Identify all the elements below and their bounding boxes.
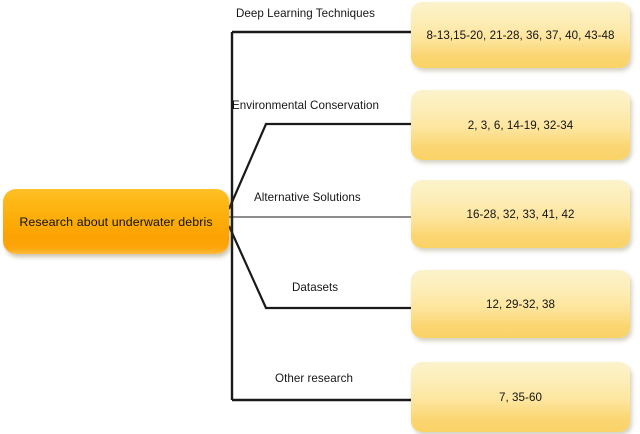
branch-label-environmental-conservation: Environmental Conservation	[232, 99, 379, 112]
reference-box-text: 16-28, 32, 33, 41, 42	[466, 207, 575, 221]
branch-label-datasets: Datasets	[292, 281, 339, 294]
branch-label-other-research: Other research	[275, 372, 354, 385]
reference-box-datasets[interactable]: 12, 29-32, 38	[411, 270, 630, 338]
root-node[interactable]: Research about underwater debris	[3, 189, 229, 254]
root-node-label: Research about underwater debris	[19, 214, 213, 229]
reference-box-text: 12, 29-32, 38	[486, 297, 555, 311]
branch-line-4	[227, 225, 411, 310]
reference-box-text: 2, 3, 6, 14-19, 32-34	[467, 118, 574, 132]
branch-label-deep-learning-techniques: Deep Learning Techniques	[236, 7, 375, 20]
branch-label-alternative-solutions: Alternative Solutions	[254, 191, 361, 204]
reference-box-text: 7, 35-60	[499, 390, 542, 404]
reference-box-alternative-solutions[interactable]: 16-28, 32, 33, 41, 42	[411, 180, 630, 248]
reference-box-other-research[interactable]: 7, 35-60	[411, 362, 630, 432]
reference-box-text: 8-13,15-20, 21-28, 36, 37, 40, 43-48	[426, 28, 615, 42]
reference-box-environmental-conservation[interactable]: 2, 3, 6, 14-19, 32-34	[411, 90, 630, 160]
reference-box-deep-learning-techniques[interactable]: 8-13,15-20, 21-28, 36, 37, 40, 43-48	[411, 2, 630, 68]
